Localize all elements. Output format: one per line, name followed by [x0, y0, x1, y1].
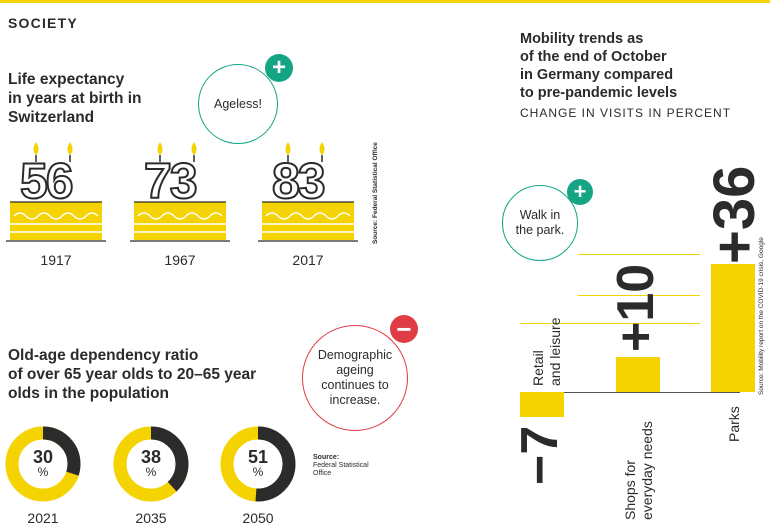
dependency-title-line-1: Old-age dependency ratio: [8, 347, 199, 364]
cake-icon: [130, 142, 230, 242]
life-expectancy-title-line-2: in years at birth in: [8, 90, 142, 107]
walk-bubble: Walk in the park.: [502, 185, 578, 261]
mobility-category-line: Retail: [530, 350, 546, 386]
demographic-bubble-line-1: Demographic: [317, 348, 393, 362]
section-title: SOCIETY: [8, 15, 78, 31]
dependency-title-line-3: olds in the population: [8, 385, 170, 402]
walk-bubble-line-1: Walk in: [519, 208, 561, 222]
donut-value-slice: [113, 426, 189, 502]
plus-icon: +: [265, 54, 293, 82]
donut-value-slice: [5, 426, 81, 502]
mobility-title-line-4: to pre-pandemic levels: [520, 85, 678, 101]
mobility-bar: [711, 264, 755, 392]
plus-icon-walk: +: [567, 179, 593, 205]
donut-unit: %: [37, 465, 49, 479]
mobility-bar: [520, 392, 564, 417]
donut-year-label: 2035: [135, 510, 167, 526]
walk-bubble-line-2: the park.: [515, 223, 565, 237]
dependency-source: Source: Federal Statistical Office: [313, 454, 369, 478]
cake-icon: [258, 142, 358, 242]
cake-year-label: 1967: [164, 252, 196, 268]
donut-2035: [113, 426, 189, 502]
top-accent-line: [0, 0, 770, 3]
life-expectancy-title-line-1: Life expectancy: [8, 71, 125, 88]
dependency-source-line-2: Office: [313, 470, 332, 477]
mobility-bar: [616, 356, 660, 392]
mobility-value-label: −7: [511, 425, 569, 485]
demographic-bubble-line-4: increase.: [329, 393, 381, 407]
donut-year-label: 2021: [27, 510, 59, 526]
mobility-category-line: everyday needs: [639, 421, 655, 520]
life-expectancy-title-line-3: Switzerland: [8, 109, 95, 126]
cake-2017: 83: [258, 140, 358, 250]
mobility-title: Mobility trends as of the end of October…: [520, 30, 677, 102]
ageless-bubble-text: Ageless!: [214, 96, 262, 111]
cake-year-label: 1917: [40, 252, 72, 268]
ageless-bubble: Ageless!: [198, 64, 278, 144]
mobility-value-label: +36: [702, 165, 767, 264]
life-expectancy-source: Source: Federal Statistical Office: [372, 142, 379, 244]
dependency-source-label: Source:: [313, 454, 340, 461]
donut-value-slice: [220, 426, 296, 502]
mobility-title-line-1: Mobility trends as: [520, 31, 644, 47]
demographic-bubble-line-2: ageing: [336, 363, 374, 377]
life-expectancy-title: Life expectancy in years at birth in Swi…: [8, 70, 142, 127]
donut-2050: [220, 426, 296, 502]
donut-value-label: 51%: [220, 448, 296, 478]
donut-value-number: 51: [247, 447, 269, 467]
dependency-title-line-2: of over 65 year olds to 20–65 year: [8, 366, 257, 383]
cake-value-label: 73: [143, 152, 199, 210]
donut-year-label: 2050: [242, 510, 274, 526]
mobility-category-line: Parks: [726, 406, 742, 442]
demographic-bubble-line-3: continues to: [321, 378, 389, 392]
guide-line: [578, 254, 700, 255]
mobility-source: Source: Mobility report on the COVID-19 …: [758, 237, 765, 395]
zero-baseline: [520, 392, 740, 393]
cake-1917: 56: [6, 140, 106, 250]
mobility-category-label: Parks: [726, 406, 743, 442]
donut-unit: %: [145, 465, 157, 479]
cake-1967: 73: [130, 140, 230, 250]
dependency-source-line-1: Federal Statistical: [313, 462, 369, 469]
donut-value-label: 30%: [5, 448, 81, 478]
mobility-subtitle: CHANGE IN VISITS IN PERCENT: [520, 106, 732, 120]
donut-value-number: 30: [32, 447, 54, 467]
minus-icon: −: [390, 315, 418, 343]
mobility-title-line-2: of the end of October: [520, 49, 667, 65]
dependency-title: Old-age dependency ratio of over 65 year…: [8, 346, 256, 403]
mobility-category-line: and leisure: [547, 317, 563, 387]
guide-line: [578, 295, 700, 296]
donut-value-number: 38: [140, 447, 162, 467]
donut-2021: [5, 426, 81, 502]
cake-value-label: 83: [271, 152, 327, 210]
cake-value-label: 56: [19, 152, 75, 210]
guide-line: [520, 323, 700, 324]
donut-value-label: 38%: [113, 448, 189, 478]
demographic-bubble: Demographic ageing continues to increase…: [302, 325, 408, 431]
cake-icon: [6, 142, 106, 242]
mobility-category-line: Shops for: [622, 460, 638, 520]
mobility-title-line-3: in Germany compared: [520, 67, 674, 83]
mobility-value-label: +10: [607, 263, 665, 352]
cake-year-label: 2017: [292, 252, 324, 268]
donut-unit: %: [252, 465, 264, 479]
